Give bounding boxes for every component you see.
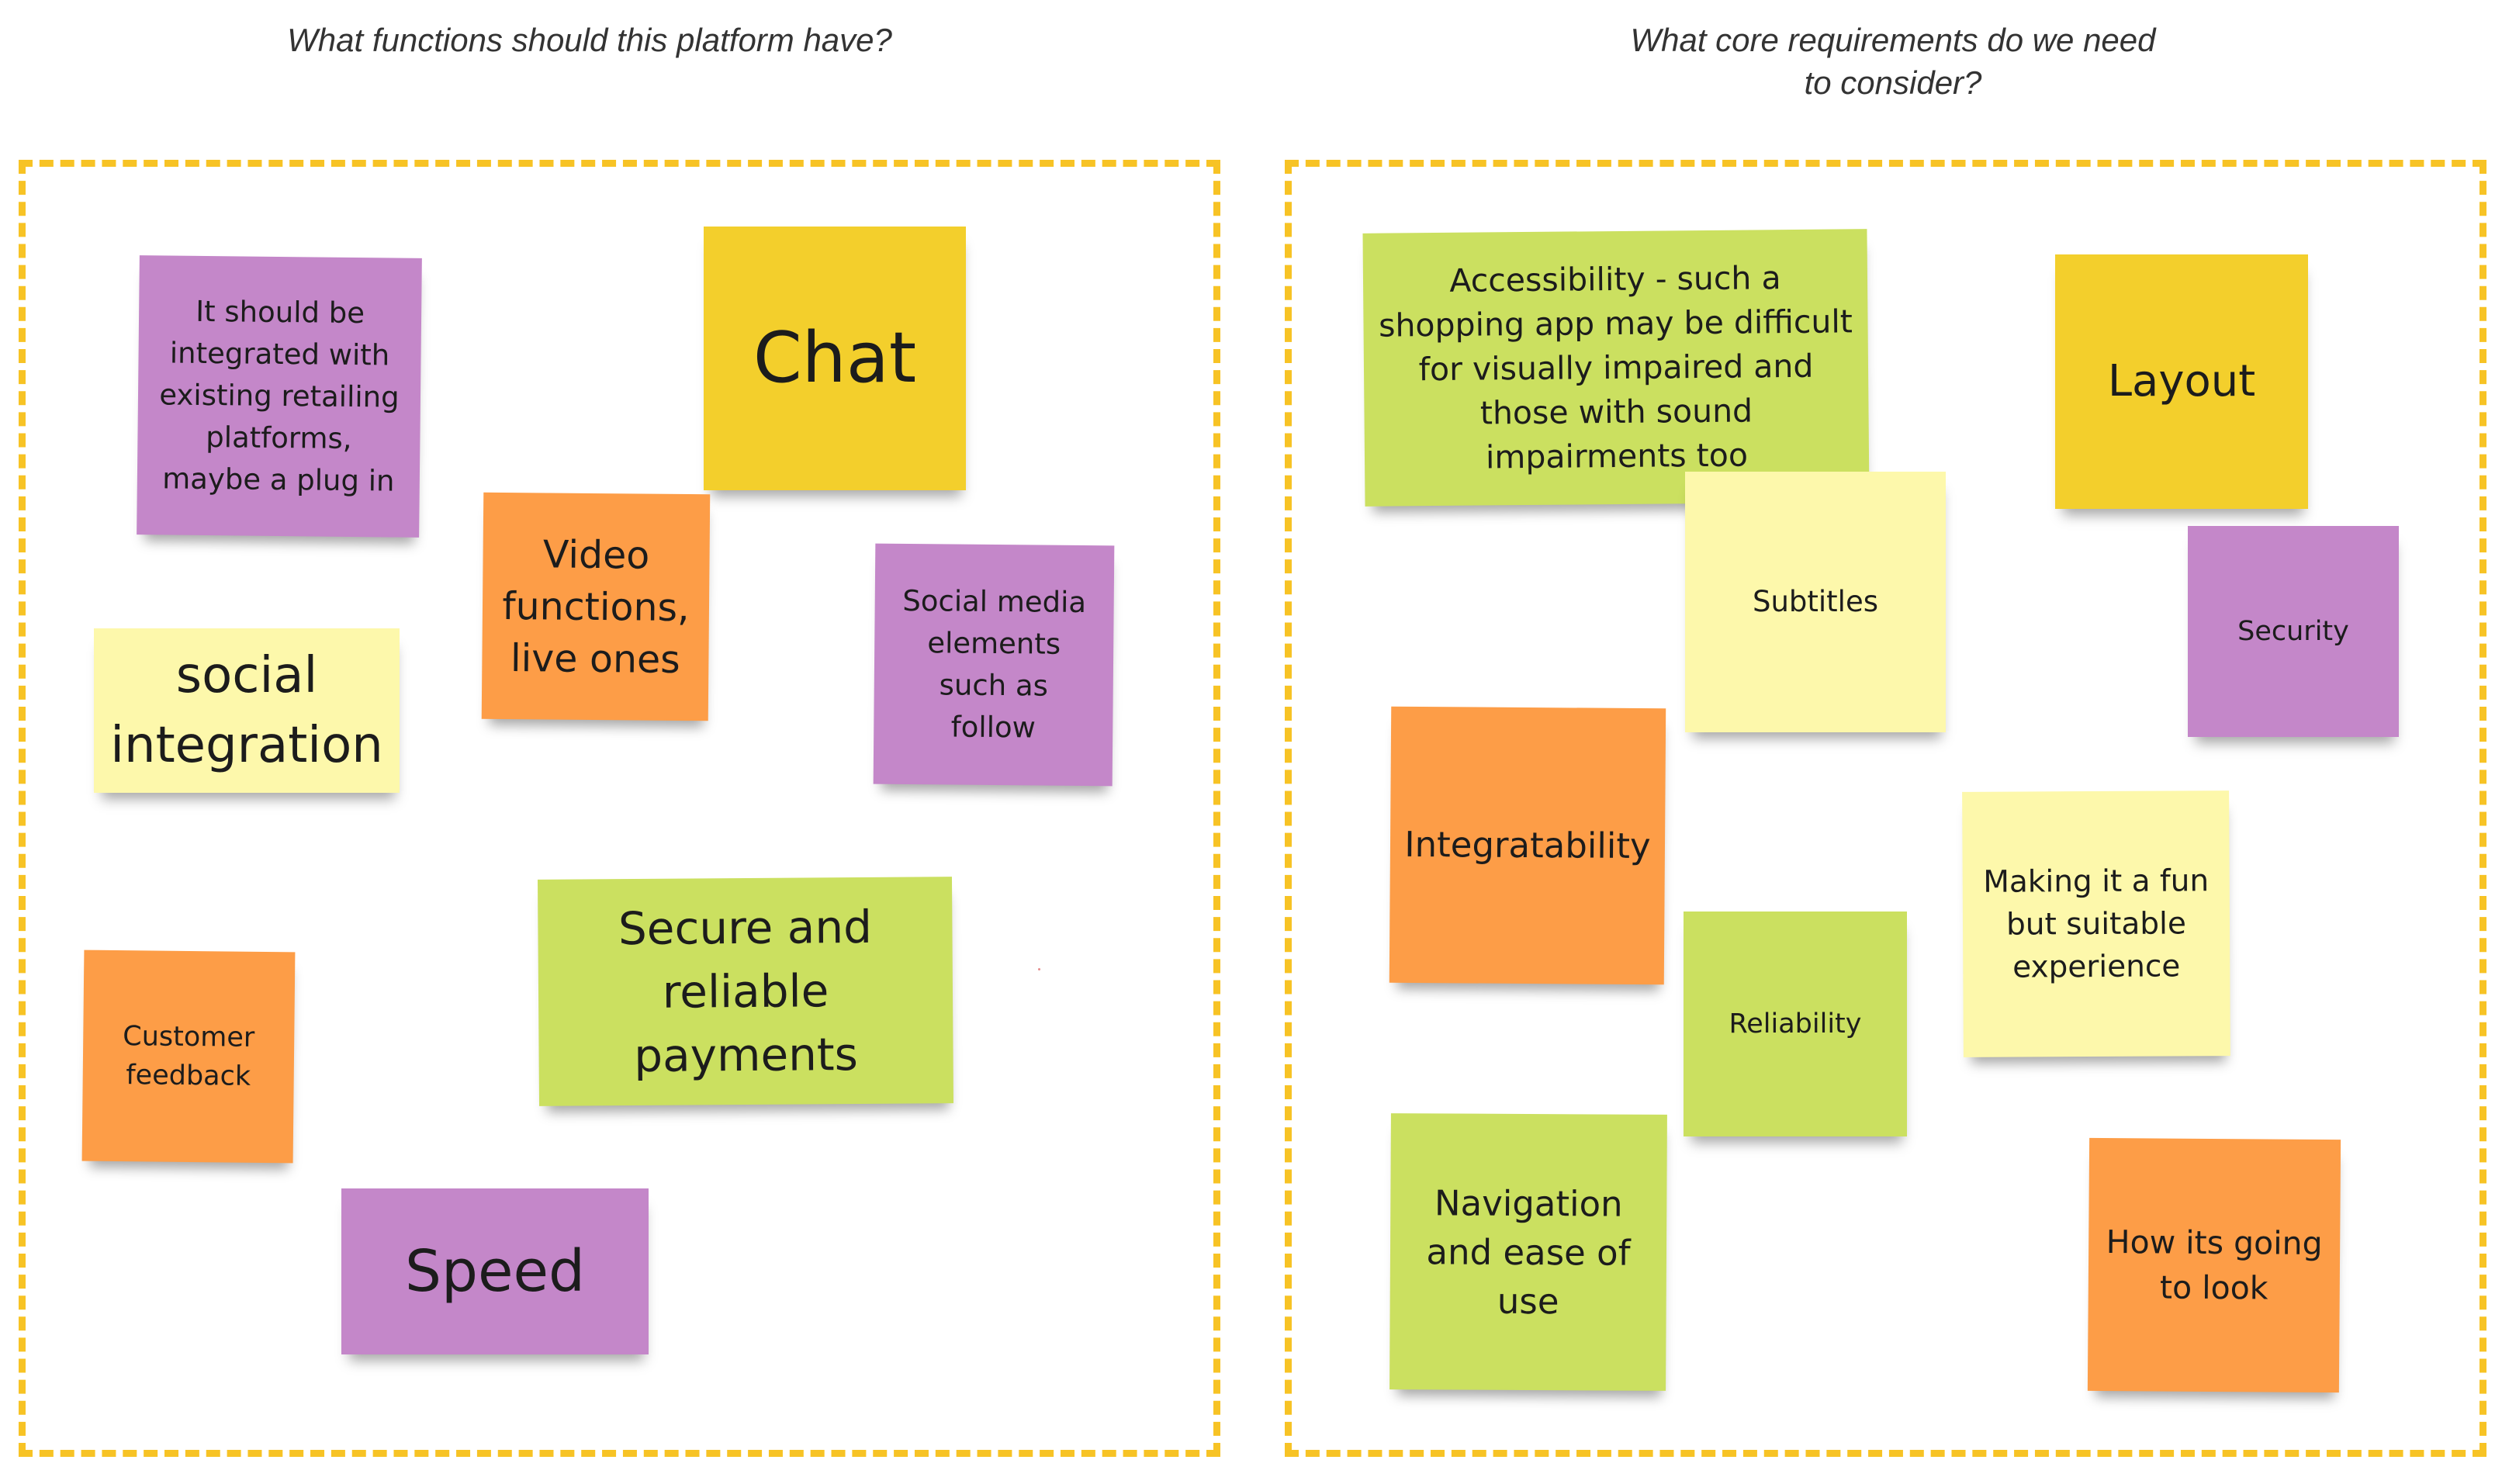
left-board (19, 160, 1220, 1457)
sticky-note-video-functions[interactable]: Video functions, live ones (481, 492, 711, 721)
sticky-note-reliability[interactable]: Reliability (1684, 912, 1907, 1136)
sticky-note-integrated[interactable]: It should be integrated with existing re… (137, 255, 422, 538)
left-board-heading: What functions should this platform have… (287, 22, 892, 58)
sticky-note-security[interactable]: Security (2188, 526, 2399, 737)
stray-mark (1038, 968, 1040, 970)
sticky-note-customer-feedback[interactable]: Customer feedback (81, 950, 296, 1164)
sticky-note-chat[interactable]: Chat (704, 227, 966, 490)
sticky-note-integratability[interactable]: Integratability (1389, 706, 1666, 985)
sticky-note-accessibility[interactable]: Accessibility - such a shopping app may … (1362, 229, 1870, 507)
right-board-heading: What core requirements do we need to con… (1630, 22, 2156, 101)
sticky-note-secure-payments[interactable]: Secure and reliable payments (537, 877, 954, 1106)
sticky-note-layout[interactable]: Layout (2055, 254, 2308, 509)
sticky-note-fun-experience[interactable]: Making it a fun but suitable experience (1962, 790, 2230, 1057)
sticky-note-subtitles[interactable]: Subtitles (1685, 472, 1946, 732)
right-board (1285, 160, 2486, 1457)
sticky-note-how-it-looks[interactable]: How its going to look (2087, 1137, 2341, 1393)
sticky-note-social-media[interactable]: Social media elements such as follow (873, 543, 1115, 787)
sticky-note-navigation[interactable]: Navigation and ease of use (1389, 1113, 1667, 1391)
sticky-note-social-integration[interactable]: social integration (94, 628, 400, 793)
sticky-note-speed[interactable]: Speed (341, 1188, 649, 1354)
